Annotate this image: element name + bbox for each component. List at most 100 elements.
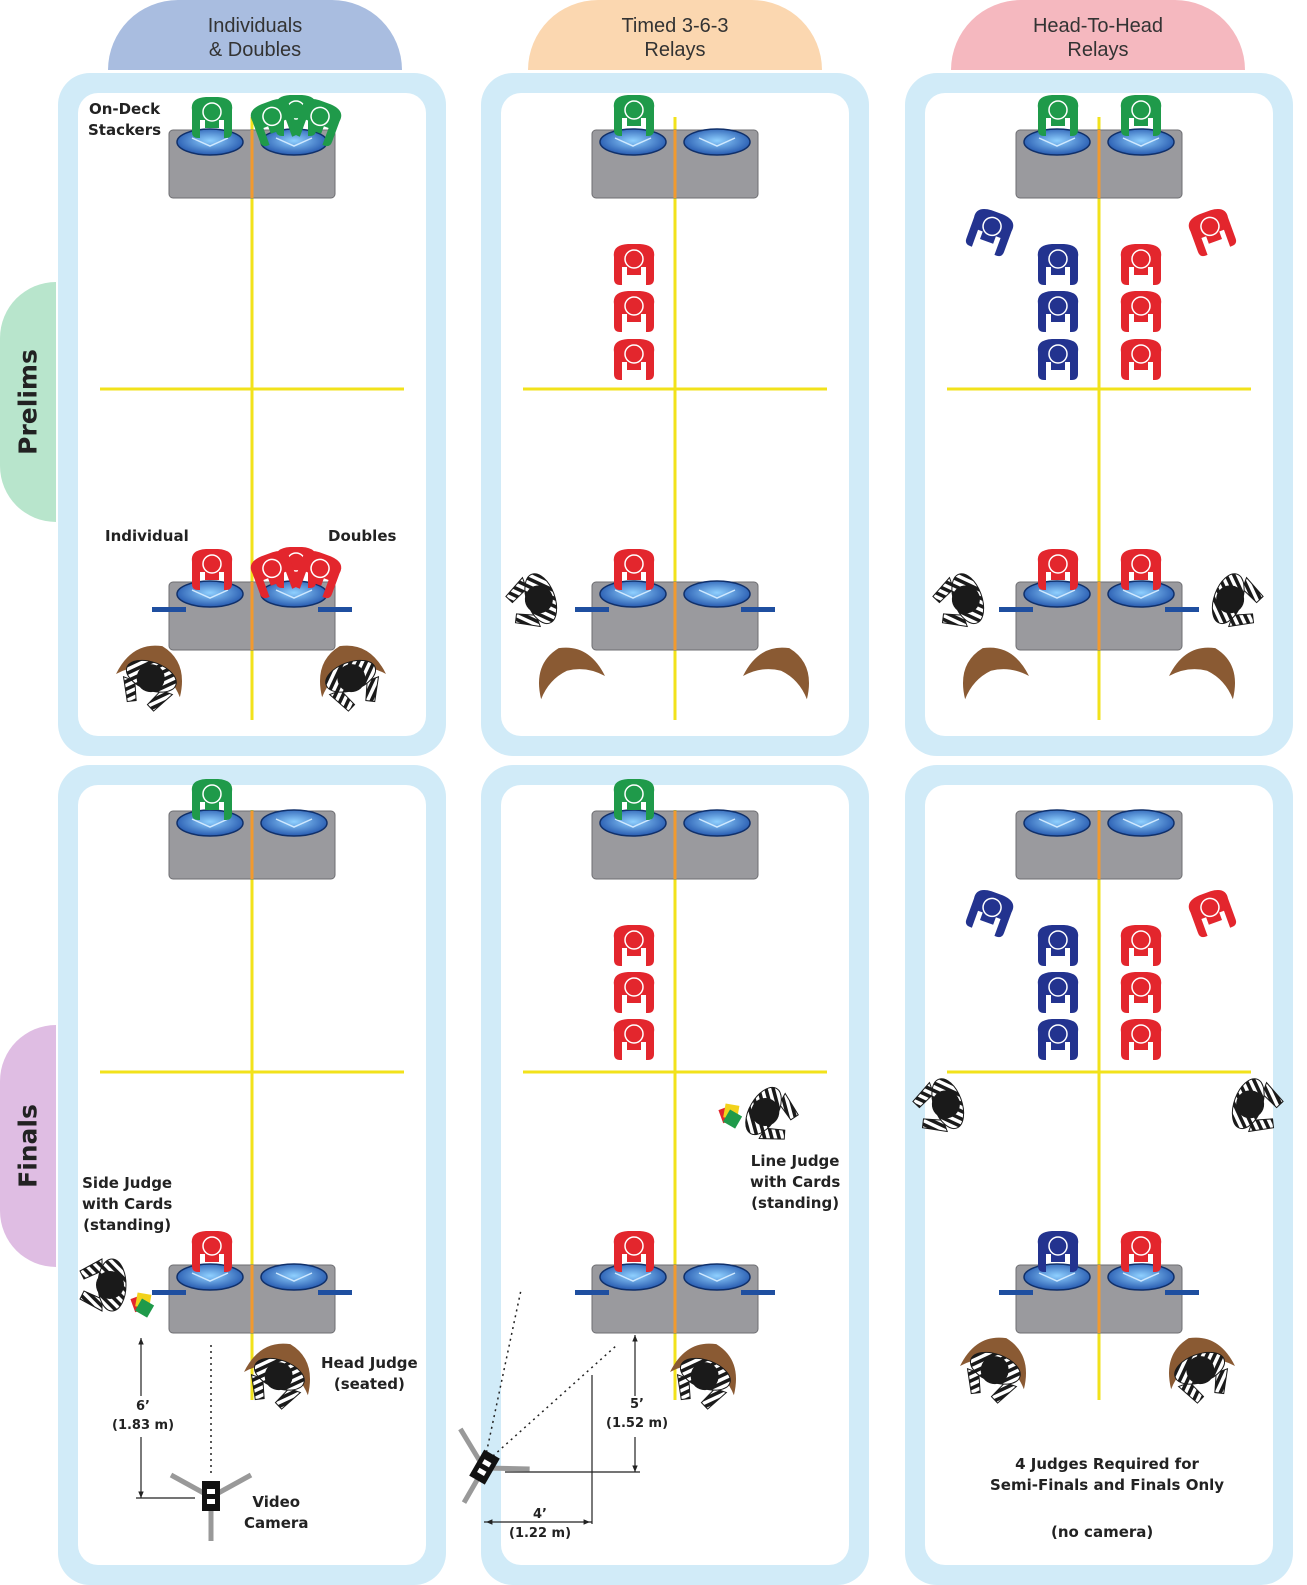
- stacker: [1037, 95, 1079, 136]
- stack-mat: [176, 1263, 244, 1291]
- cups: [275, 137, 313, 147]
- cups: [1038, 137, 1076, 147]
- timer-left: [152, 607, 186, 612]
- stacker: [965, 208, 1014, 257]
- header-line2: Relays: [644, 39, 706, 61]
- green-card: [723, 1109, 743, 1129]
- stacker: [1037, 549, 1079, 590]
- row-label-finals: Finals: [0, 1025, 56, 1267]
- stacker: [1037, 244, 1079, 285]
- stacker: [613, 339, 655, 380]
- stacker-head: [1200, 216, 1220, 237]
- cups: [698, 589, 736, 599]
- judge: [115, 645, 183, 712]
- cups: [1122, 818, 1160, 828]
- timer-left: [152, 1290, 186, 1295]
- empty-chair: [1168, 647, 1236, 700]
- stacker-head: [310, 106, 330, 127]
- stacker: [1188, 208, 1237, 257]
- label-line-judge: Line Judge with Cards (standing): [750, 1152, 841, 1212]
- cups: [1038, 1272, 1076, 1282]
- stacker-head: [1131, 249, 1151, 269]
- judge: [505, 573, 558, 628]
- stacking-table: [1015, 128, 1183, 199]
- stacker: [191, 1231, 233, 1272]
- judge-head: [1186, 1356, 1215, 1385]
- cups: [1122, 589, 1160, 599]
- stacker-head: [1048, 554, 1068, 574]
- stacker-head: [1131, 930, 1151, 950]
- judge: [79, 1258, 127, 1312]
- judge-head: [980, 1356, 1009, 1385]
- stacker: [965, 889, 1014, 938]
- cups: [1122, 1272, 1160, 1282]
- cups: [275, 1272, 313, 1282]
- stacker-head: [624, 296, 644, 316]
- camera-lens: [207, 1489, 215, 1494]
- stacking-table: [168, 809, 336, 880]
- stacking-table: [152, 580, 352, 651]
- stack-mat: [1023, 128, 1091, 156]
- judge-head: [96, 1271, 124, 1299]
- timer-right: [318, 607, 352, 612]
- label-video-camera: Video Camera: [244, 1493, 309, 1532]
- stacker: [613, 925, 655, 966]
- stacker-head: [1048, 1024, 1068, 1044]
- label-four-feet: 4’ (1.22 m): [509, 1507, 572, 1541]
- cups: [698, 818, 736, 828]
- stacker: [1188, 889, 1237, 938]
- label-no-camera: (no camera): [1051, 1523, 1154, 1541]
- judge-head: [931, 1090, 960, 1119]
- camera-lens: [207, 1499, 215, 1504]
- label-side-judge: Side Judge with Cards (standing): [82, 1174, 173, 1234]
- stacker: [1120, 95, 1162, 136]
- arrow-head: [632, 1335, 638, 1342]
- stacker-head: [1048, 977, 1068, 997]
- stacking-table: [591, 128, 759, 199]
- stack-mat: [176, 580, 244, 608]
- cups: [275, 818, 313, 828]
- stacker: [613, 972, 655, 1013]
- stacker: [191, 779, 233, 820]
- stack-mat: [176, 809, 244, 837]
- arrow-head: [138, 1491, 144, 1498]
- stacker-head: [624, 977, 644, 997]
- stacker: [1037, 925, 1079, 966]
- judge-head: [1236, 1090, 1265, 1119]
- stacker-head: [1200, 897, 1220, 918]
- judge-head: [136, 664, 165, 693]
- cups: [191, 589, 229, 599]
- stacker-head: [1131, 1024, 1151, 1044]
- arrow-head: [486, 1519, 493, 1525]
- cups: [191, 137, 229, 147]
- stacker-head: [1048, 1236, 1068, 1256]
- judge-head: [751, 1098, 780, 1126]
- stacker-head: [624, 1236, 644, 1256]
- cups: [614, 589, 652, 599]
- timer-right: [1165, 607, 1199, 612]
- people: [79, 95, 1284, 1410]
- stacker-head: [202, 102, 222, 122]
- header-line1: Individuals: [207, 15, 303, 37]
- header-line2: Relays: [1067, 39, 1129, 61]
- judge: [243, 1343, 311, 1410]
- video-camera-icon: [169, 1472, 253, 1541]
- stack-mat: [683, 1263, 751, 1291]
- cups: [191, 818, 229, 828]
- judge: [1231, 1078, 1284, 1133]
- stacker-head: [1048, 249, 1068, 269]
- stack-mat: [260, 809, 328, 837]
- label-head-judge: Head Judge (seated): [321, 1354, 418, 1393]
- label-six-feet: 6’ (1.83 m): [112, 1399, 175, 1433]
- stacker-head: [202, 784, 222, 804]
- stacker: [250, 98, 299, 147]
- stacker-head: [1131, 100, 1151, 120]
- timer-right: [741, 607, 775, 612]
- judge: [959, 1337, 1027, 1404]
- empty-chair: [538, 647, 606, 700]
- arrow-head: [138, 1338, 144, 1345]
- camera-body: [469, 1449, 500, 1485]
- stack-mat: [1023, 809, 1091, 837]
- stacking-table: [575, 580, 775, 651]
